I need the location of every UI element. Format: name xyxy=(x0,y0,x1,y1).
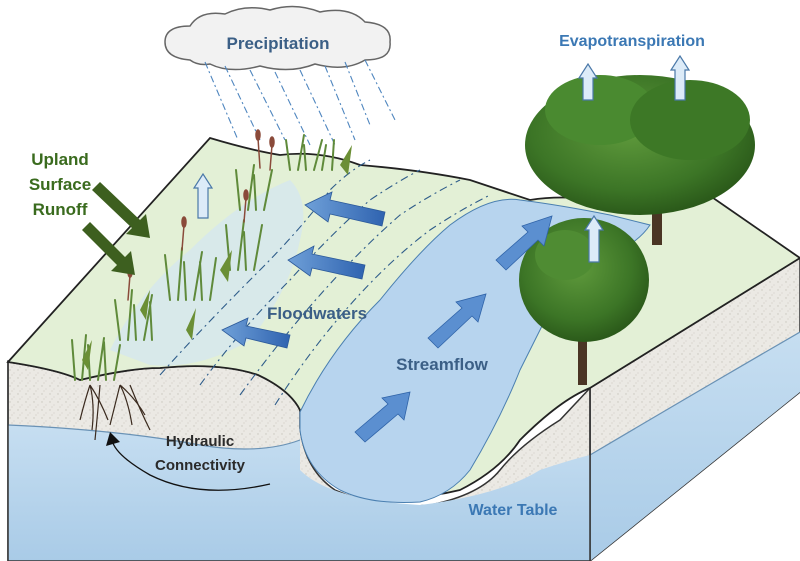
upland-label-line2: Surface xyxy=(29,175,91,194)
roots xyxy=(79,384,151,441)
tree-icon xyxy=(519,218,649,385)
right-face-groundwater xyxy=(590,332,800,561)
floodwaters-label: Floodwaters xyxy=(267,304,367,323)
arrow-icon xyxy=(354,215,553,443)
arrow-icon xyxy=(82,182,150,275)
arrow-icon xyxy=(192,54,691,263)
streamflow-label: Streamflow xyxy=(396,355,488,374)
rain-lines xyxy=(204,59,396,146)
arrow-icon xyxy=(221,191,386,349)
marsh-grass-icon xyxy=(71,129,352,381)
hydraulic-connectivity-arrow xyxy=(106,432,271,491)
hydraulic-label-line2: Connectivity xyxy=(155,457,246,474)
hydraulic-label-line1: Hydraulic xyxy=(166,433,234,450)
upland-label-line3: Runoff xyxy=(33,200,88,219)
cloud-icon xyxy=(164,5,391,71)
right-face-water-line xyxy=(589,331,800,456)
tree-icon xyxy=(525,75,755,245)
upland-label-line1: Upland xyxy=(31,150,89,169)
front-face-groundwater xyxy=(8,425,590,561)
water-table-line xyxy=(7,424,301,450)
precipitation-label: Precipitation xyxy=(227,34,330,53)
floodwater-zone xyxy=(110,180,304,366)
evapotranspiration-label: Evapotranspiration xyxy=(559,33,705,50)
water-table-label: Water Table xyxy=(469,502,558,519)
